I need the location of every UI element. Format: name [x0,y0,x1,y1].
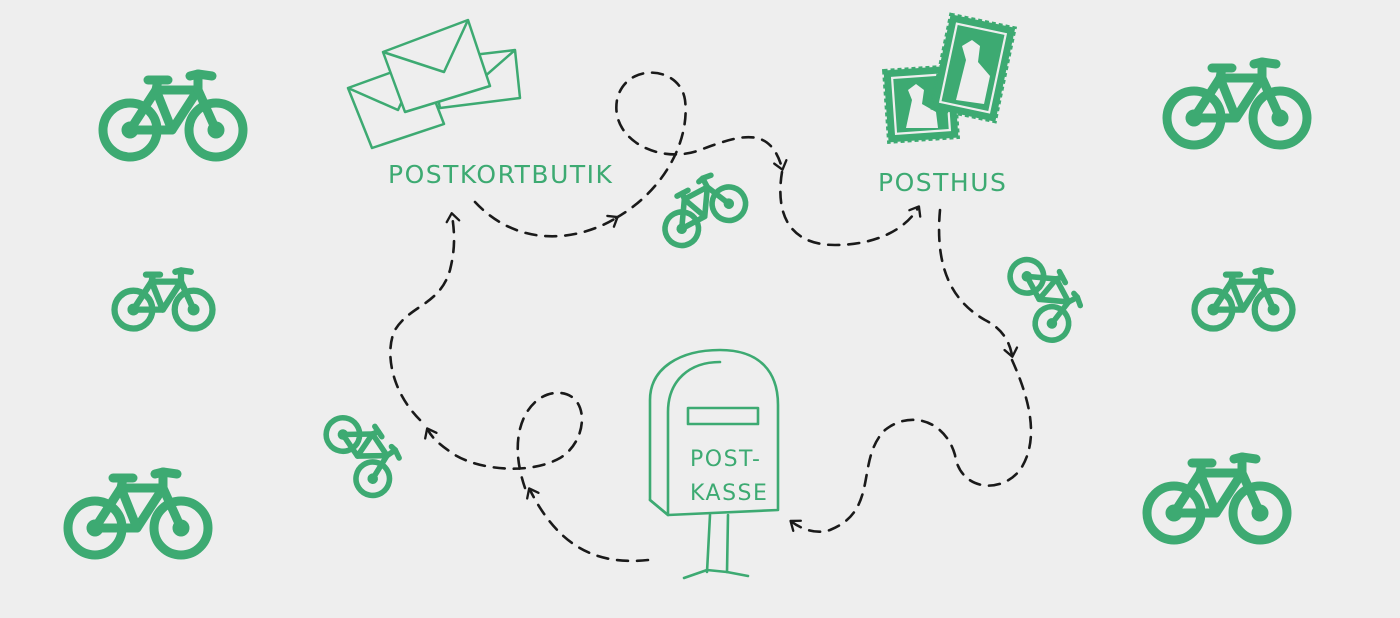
route-segment [779,170,922,247]
envelopes-icon [346,18,522,150]
bicycle-icon [115,270,213,328]
bicycle-icon [320,401,411,502]
route-segment [473,200,619,238]
route-segment [526,487,650,563]
bicycle-icon [1195,270,1293,328]
stamps-icon [881,12,1018,144]
mailbox-label-line2: KASSE [690,481,768,506]
bicycle-icon [1167,62,1307,145]
bicycle-icon [651,165,752,251]
route-segment [424,391,584,490]
route-segment [614,71,788,220]
route-segment [389,212,461,422]
bicycle-icon [1147,457,1287,540]
bicycle-icon [103,74,243,157]
postcard-shop-label: POSTKORTBUTIK [388,160,613,189]
bicycle-icon [68,472,208,555]
route-segment [789,358,1033,534]
mailbox-icon [648,348,780,580]
delivery-route [389,71,1033,563]
route-segment [937,208,1019,358]
mailbox-label-line1: POST- [690,447,761,472]
bicycle-icon [1004,245,1090,346]
post-office-label: POSTHUS [878,168,1007,197]
